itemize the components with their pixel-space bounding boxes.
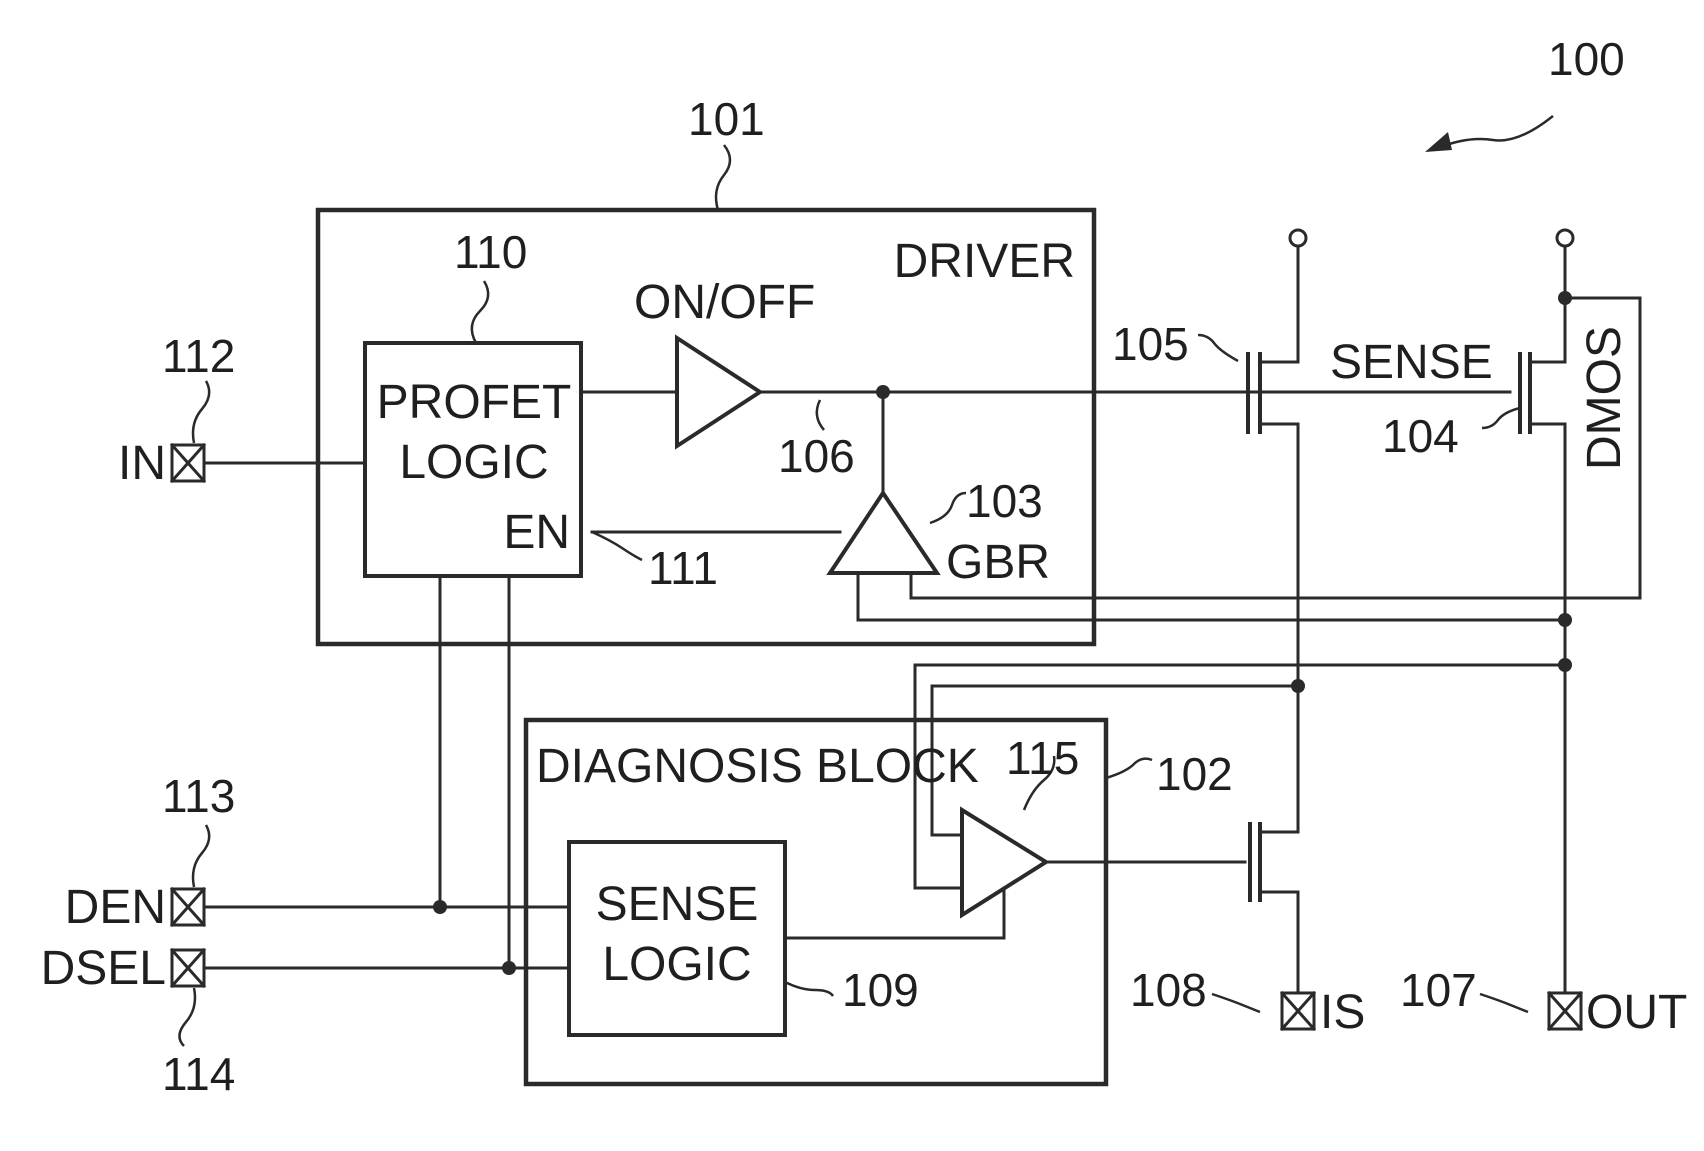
pin-dsel-pad [172,950,204,986]
pin-in-label: IN [118,437,166,490]
on-off-label: ON/OFF [634,276,815,329]
ref-101: 101 [688,93,765,145]
pin-is-label: IS [1320,986,1365,1039]
pin-is-pad [1282,993,1314,1029]
ref-103: 103 [966,475,1043,527]
dmos-label: DMOS [1578,326,1631,470]
arrow-head-100 [1425,132,1452,152]
ref-109: 109 [842,964,919,1016]
ref-114: 114 [162,1048,235,1100]
pin-in-pad [172,445,204,481]
sense-logic-label-line1: SENSE [596,878,759,931]
on-off-driver-amplifier [677,338,760,446]
ref-113: 113 [162,770,235,822]
pin-dsel-label: DSEL [41,942,166,995]
ref-100: 100 [1548,33,1625,85]
pin-den-pad [172,889,204,925]
junction-dots [433,291,1572,975]
profet-logic-label-line2: LOGIC [399,436,548,489]
driver-title: DRIVER [894,235,1075,288]
ref-115: 115 [1006,732,1079,784]
gbr-amplifier [830,493,937,573]
pin-den-label: DEN [65,881,166,934]
supply-terminal-sense [1290,230,1306,246]
ref-107: 107 [1400,964,1477,1016]
ref-108: 108 [1130,964,1207,1016]
supply-terminal-dmos [1557,230,1573,246]
en-label: EN [503,506,570,559]
gbr-label: GBR [946,536,1050,589]
pin-out-label: OUT [1586,986,1687,1039]
sense-label: SENSE [1330,336,1493,389]
ref-106: 106 [778,430,855,482]
diagnosis-block-title: DIAGNOSIS BLOCK [536,740,979,793]
ref-105: 105 [1112,318,1189,370]
ref-111: 111 [648,542,718,594]
ref-112: 112 [162,330,235,382]
pin-out-pad [1549,993,1581,1029]
ref-104: 104 [1382,410,1459,462]
ref-102: 102 [1156,748,1233,800]
ref-110: 110 [454,226,527,278]
sense-logic-label-line2: LOGIC [602,938,751,991]
profet-logic-label-line1: PROFET [377,376,572,429]
